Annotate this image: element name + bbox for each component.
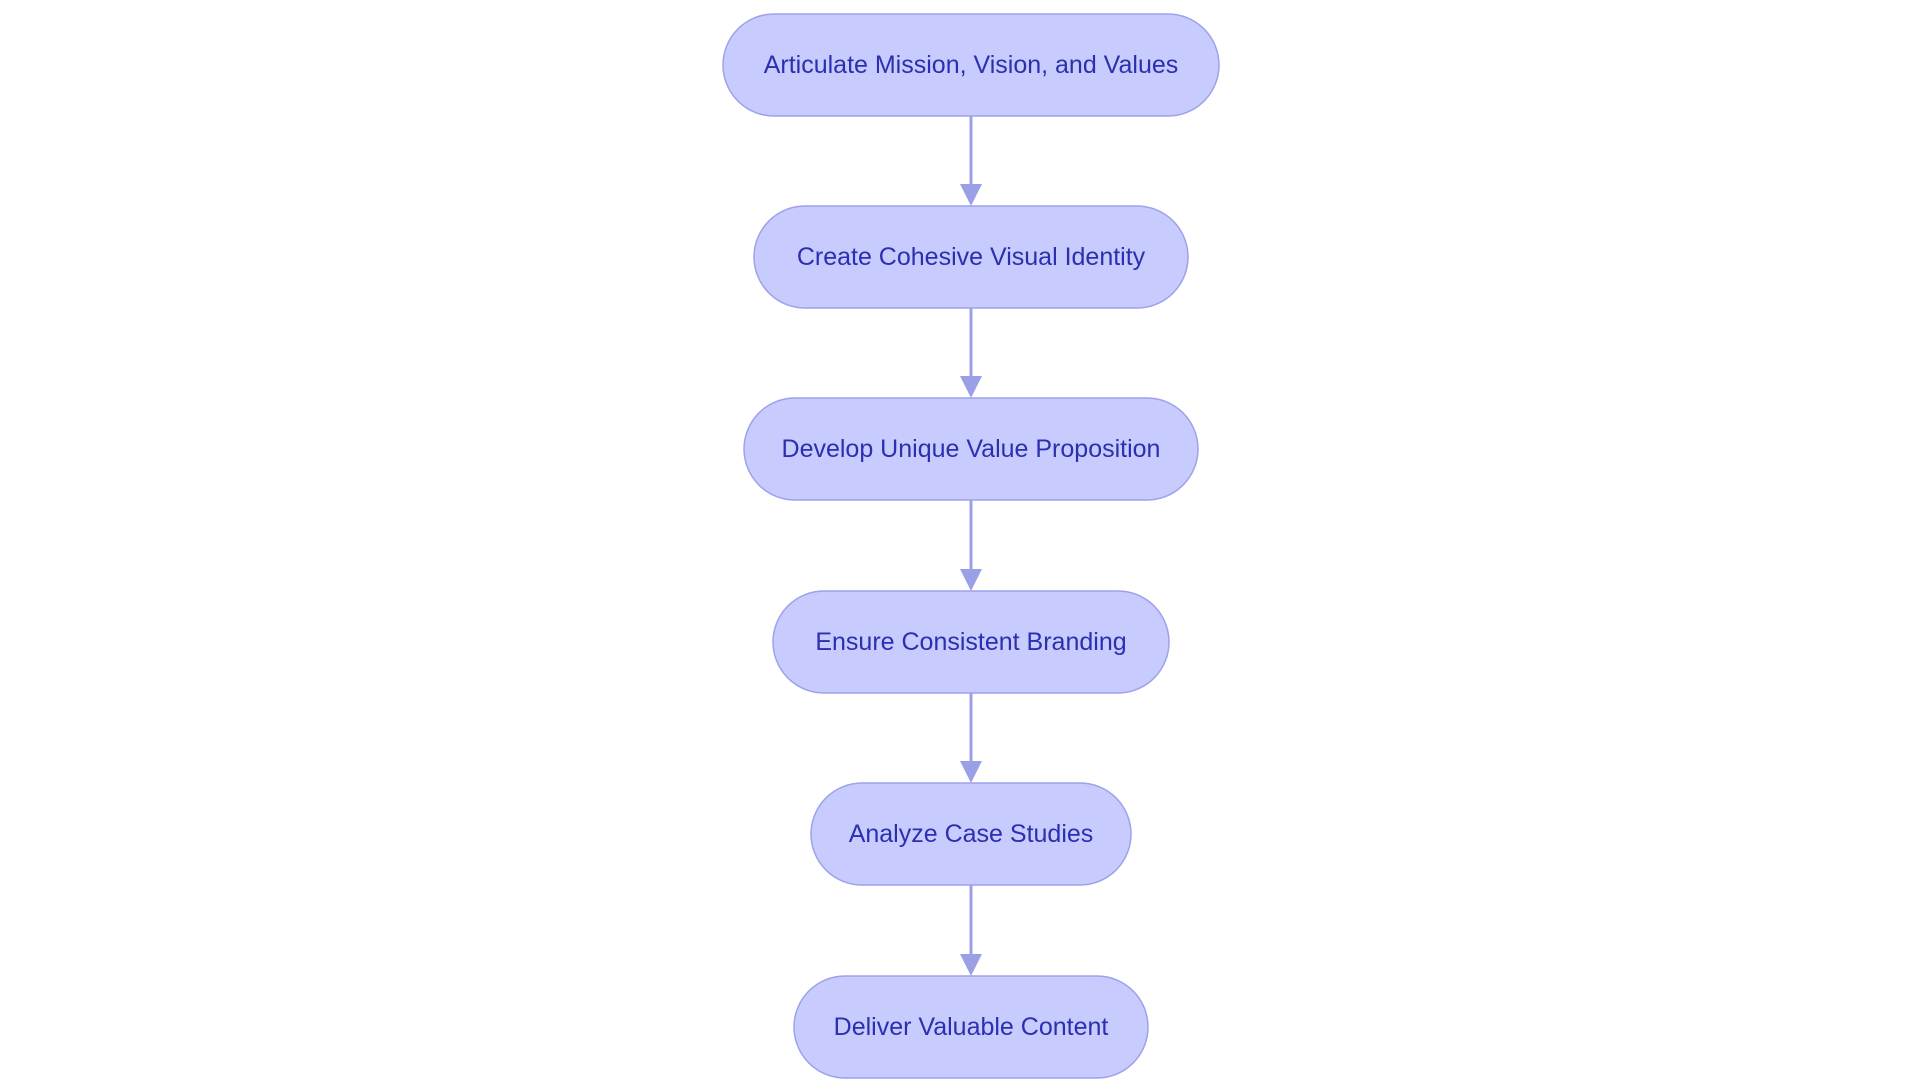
node-articulate-mission-label: Articulate Mission, Vision, and Values — [764, 51, 1179, 79]
node-articulate-mission-shape — [722, 13, 1220, 117]
node-deliver-valuable-content: Deliver Valuable Content — [793, 975, 1149, 1079]
node-develop-value-proposition-shape — [743, 397, 1199, 501]
node-articulate-mission: Articulate Mission, Vision, and Values — [722, 13, 1220, 117]
edge-arrowhead-5 — [960, 954, 982, 976]
node-analyze-case-studies-label: Analyze Case Studies — [849, 820, 1094, 848]
edge-arrowhead-3 — [960, 569, 982, 591]
node-ensure-consistent-branding: Ensure Consistent Branding — [772, 590, 1170, 694]
node-develop-value-proposition-label: Develop Unique Value Proposition — [782, 435, 1161, 463]
node-ensure-consistent-branding-shape — [772, 590, 1170, 694]
node-analyze-case-studies: Analyze Case Studies — [810, 782, 1132, 886]
edge-arrowhead-2 — [960, 376, 982, 398]
node-create-visual-identity-label: Create Cohesive Visual Identity — [797, 243, 1146, 271]
node-deliver-valuable-content-label: Deliver Valuable Content — [834, 1013, 1109, 1041]
edge-arrowhead-4 — [960, 761, 982, 783]
edges-layer — [960, 116, 982, 976]
node-analyze-case-studies-shape — [810, 782, 1132, 886]
edge-arrowhead-1 — [960, 184, 982, 206]
node-deliver-valuable-content-shape — [793, 975, 1149, 1079]
node-create-visual-identity-shape — [753, 205, 1189, 309]
node-ensure-consistent-branding-label: Ensure Consistent Branding — [815, 628, 1126, 656]
node-develop-value-proposition: Develop Unique Value Proposition — [743, 397, 1199, 501]
node-create-visual-identity: Create Cohesive Visual Identity — [753, 205, 1189, 309]
